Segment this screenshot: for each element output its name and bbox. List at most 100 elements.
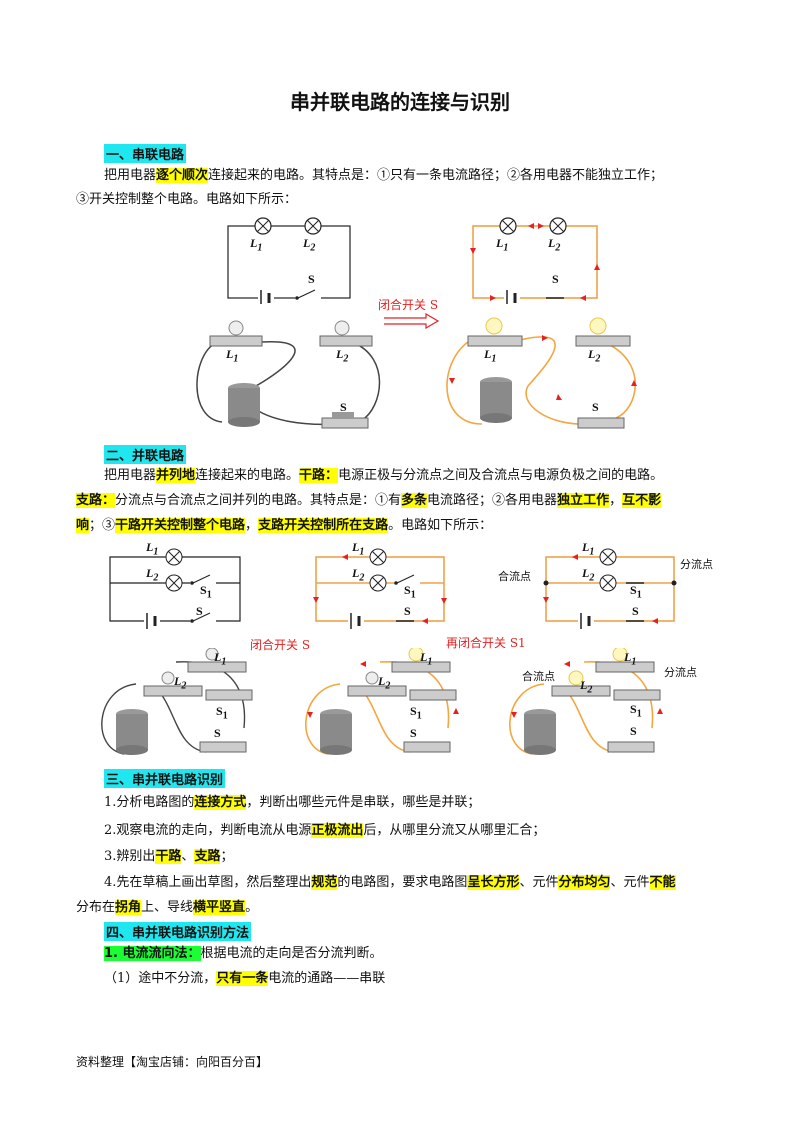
series-schematic <box>227 217 351 304</box>
list-item: 2.观察电流的走向，判断电流从电源正极流出后，从哪里分流又从哪里汇合； <box>104 823 546 838</box>
lamp-icon <box>371 550 385 564</box>
lamp-icon <box>371 576 385 590</box>
label-L2: L2 <box>174 674 187 692</box>
parallel-physical-close-s1 <box>509 648 663 755</box>
junction-dot <box>543 580 549 586</box>
bulb-icon <box>334 320 350 336</box>
junction-label: 合流点 <box>498 570 531 583</box>
highlight: 拐角 <box>115 900 142 915</box>
label-S1: S1 <box>630 702 642 720</box>
section-heading-parallel: 二、并联电路 <box>104 445 187 464</box>
parallel-schematic-close-s <box>313 548 447 629</box>
parallel-physical-illustration <box>101 648 253 755</box>
text: 把用电器 <box>104 168 157 183</box>
bulb-icon <box>365 671 379 685</box>
parallel-schematic-close-s1 <box>543 548 677 629</box>
label-L1: L1 <box>624 650 637 668</box>
label-S1: S1 <box>630 583 642 601</box>
series-schematic-current <box>470 217 600 304</box>
method-subitem: （1）途中不分流，只有一条电流的通路——串联 <box>104 971 386 986</box>
lamp-icon <box>167 576 181 590</box>
split-label: 分流点 <box>664 666 697 679</box>
bulb-icon <box>408 648 424 662</box>
label-L1: L1 <box>496 236 509 254</box>
section-heading-series: 一、串联电路 <box>104 144 187 163</box>
method-item: 1. 电流流向法：根据电流的走向是否分流判断。 <box>104 946 383 961</box>
label-L2: L2 <box>580 678 593 696</box>
label-L2: L2 <box>146 566 159 584</box>
series-physical-current <box>446 317 637 429</box>
label-L2: L2 <box>303 236 316 254</box>
label-S: S <box>630 724 637 738</box>
label-S: S <box>632 604 639 618</box>
label-S: S <box>404 604 411 618</box>
label-L2: L2 <box>582 566 595 584</box>
highlight: 横平竖直 <box>193 900 246 915</box>
paragraph: 支路：分流点与合流点之间并列的电路。其特点是：①有多条电流路径；②各用电器独立工… <box>76 493 662 508</box>
label-S: S <box>552 272 559 286</box>
paragraph: 把用电器并列地连接起来的电路。干路：电源正极与分流点之间及合流点与电源负极之间的… <box>104 468 664 483</box>
highlight: 1. 电流流向法： <box>104 946 201 961</box>
highlight: 多条 <box>401 493 428 508</box>
bulb-icon <box>161 671 175 685</box>
label-L2: L2 <box>378 674 391 692</box>
step-label: 闭合开关 S <box>250 638 311 652</box>
highlight: 支路开关控制所在支路 <box>258 518 389 533</box>
label-L2: L2 <box>548 236 561 254</box>
paragraph: ③开关控制整个电路。电路如下所示： <box>76 192 298 207</box>
label-L1: L1 <box>214 650 227 668</box>
label-L2: L2 <box>352 566 365 584</box>
split-label: 分流点 <box>680 558 713 571</box>
label-S: S <box>308 272 315 286</box>
lamp-icon <box>499 217 517 235</box>
highlight: 只有一条 <box>216 971 269 986</box>
bulb-icon <box>589 317 607 335</box>
list-item: 1.分析电路图的连接方式，判断出哪些元件是串联，哪些是并联； <box>104 795 481 810</box>
junction-label: 合流点 <box>522 670 555 683</box>
step-label: 再闭合开关 S1 <box>446 636 526 650</box>
label-L1: L1 <box>420 650 433 668</box>
highlight: 规范 <box>311 875 338 890</box>
highlight: 并列地 <box>156 468 196 483</box>
highlight: 不能 <box>649 875 676 890</box>
label-S: S <box>340 400 347 414</box>
highlight: 干路开关控制整个电路 <box>115 518 246 533</box>
label-L2: L2 <box>588 347 601 365</box>
label-L2: L2 <box>336 347 349 365</box>
label-L1: L1 <box>226 347 239 365</box>
list-item: 4.先在草稿上画出草图，然后整理出规范的电路图，要求电路图呈长方形、元件分布均匀… <box>104 875 676 890</box>
label-L1: L1 <box>582 540 595 558</box>
section-heading-methods: 四、串并联电路识别方法 <box>104 922 252 941</box>
bulb-icon <box>485 317 503 335</box>
bulb-icon <box>228 320 244 336</box>
highlight: 独立工作 <box>557 493 610 508</box>
series-physical-illustration <box>196 320 381 429</box>
label-L1: L1 <box>146 540 159 558</box>
list-item-continued: 分布在拐角上、导线横平竖直。 <box>76 900 259 915</box>
highlight: 支路 <box>194 849 221 864</box>
double-arrow-icon <box>384 313 440 329</box>
label-S1: S1 <box>200 583 212 601</box>
paragraph: 响；③干路开关控制整个电路，支路开关控制所在支路。电路如下所示： <box>76 518 493 533</box>
lamp-icon <box>254 217 272 235</box>
bulb-icon <box>612 648 628 662</box>
highlight: 干路： <box>299 468 339 483</box>
lamp-icon <box>167 550 181 564</box>
bulb-icon <box>205 648 219 661</box>
label-S: S <box>410 726 417 740</box>
highlight: 正极流出 <box>311 823 364 838</box>
highlight: 支路： <box>76 493 116 508</box>
highlight: 呈长方形 <box>467 875 520 890</box>
highlight: 连接方式 <box>194 795 247 810</box>
label-L1: L1 <box>250 236 263 254</box>
label-S1: S1 <box>216 704 228 722</box>
highlight: 响 <box>76 518 90 533</box>
label-S: S <box>214 726 221 740</box>
label-L1: L1 <box>352 540 365 558</box>
section-heading-identify: 三、串并联电路识别 <box>104 769 226 788</box>
parallel-physical-close-s <box>305 648 459 755</box>
highlight: 逐个顺次 <box>156 168 209 183</box>
lamp-icon <box>601 576 615 590</box>
page-title: 串并联电路的连接与识别 <box>290 90 510 114</box>
footer-source: 资料整理【淘宝店铺：向阳百分百】 <box>76 1055 269 1069</box>
